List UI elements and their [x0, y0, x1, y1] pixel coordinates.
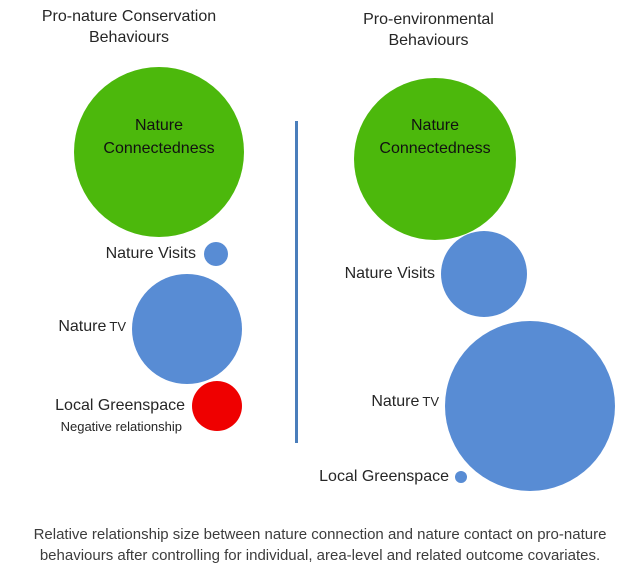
right-nature-visits-bubble — [441, 231, 527, 317]
panel-divider-line — [295, 121, 298, 443]
left-nature-visits-label: Nature Visits — [105, 245, 196, 262]
right-panel-title: Pro-environmental Behaviours — [363, 11, 494, 49]
left-nature-connectedness-bubble — [74, 67, 244, 237]
right-nature-tv-word-nature: Nature — [371, 393, 420, 410]
left-nature-tv-word-nature: Nature — [58, 318, 107, 335]
left-local-greenspace-label: Local Greenspace — [55, 397, 185, 414]
right-nature-tv-word-tv: TV — [422, 394, 439, 409]
right-local-greenspace-bubble — [455, 471, 467, 483]
left-nature-tv-bubble — [132, 274, 242, 384]
left-nature-tv-word-tv: TV — [109, 319, 126, 334]
right-nature-connectedness-bubble — [354, 78, 516, 240]
figure-caption: Relative relationship size between natur… — [33, 526, 607, 564]
left-nature-visits-bubble — [204, 242, 228, 266]
right-nature-connectedness-label: Nature Connectedness — [379, 117, 491, 157]
right-nature-visits-label: Nature Visits — [344, 265, 435, 282]
right-local-greenspace-label: Local Greenspace — [319, 468, 449, 485]
left-nature-connectedness-label: Nature Connectedness — [103, 117, 215, 157]
left-negative-relationship-note: Negative relationship — [60, 419, 182, 434]
right-nature-tv-bubble — [445, 321, 615, 491]
left-local-greenspace-bubble — [192, 381, 242, 431]
left-panel-title: Pro-nature Conservation Behaviours — [41, 8, 217, 46]
